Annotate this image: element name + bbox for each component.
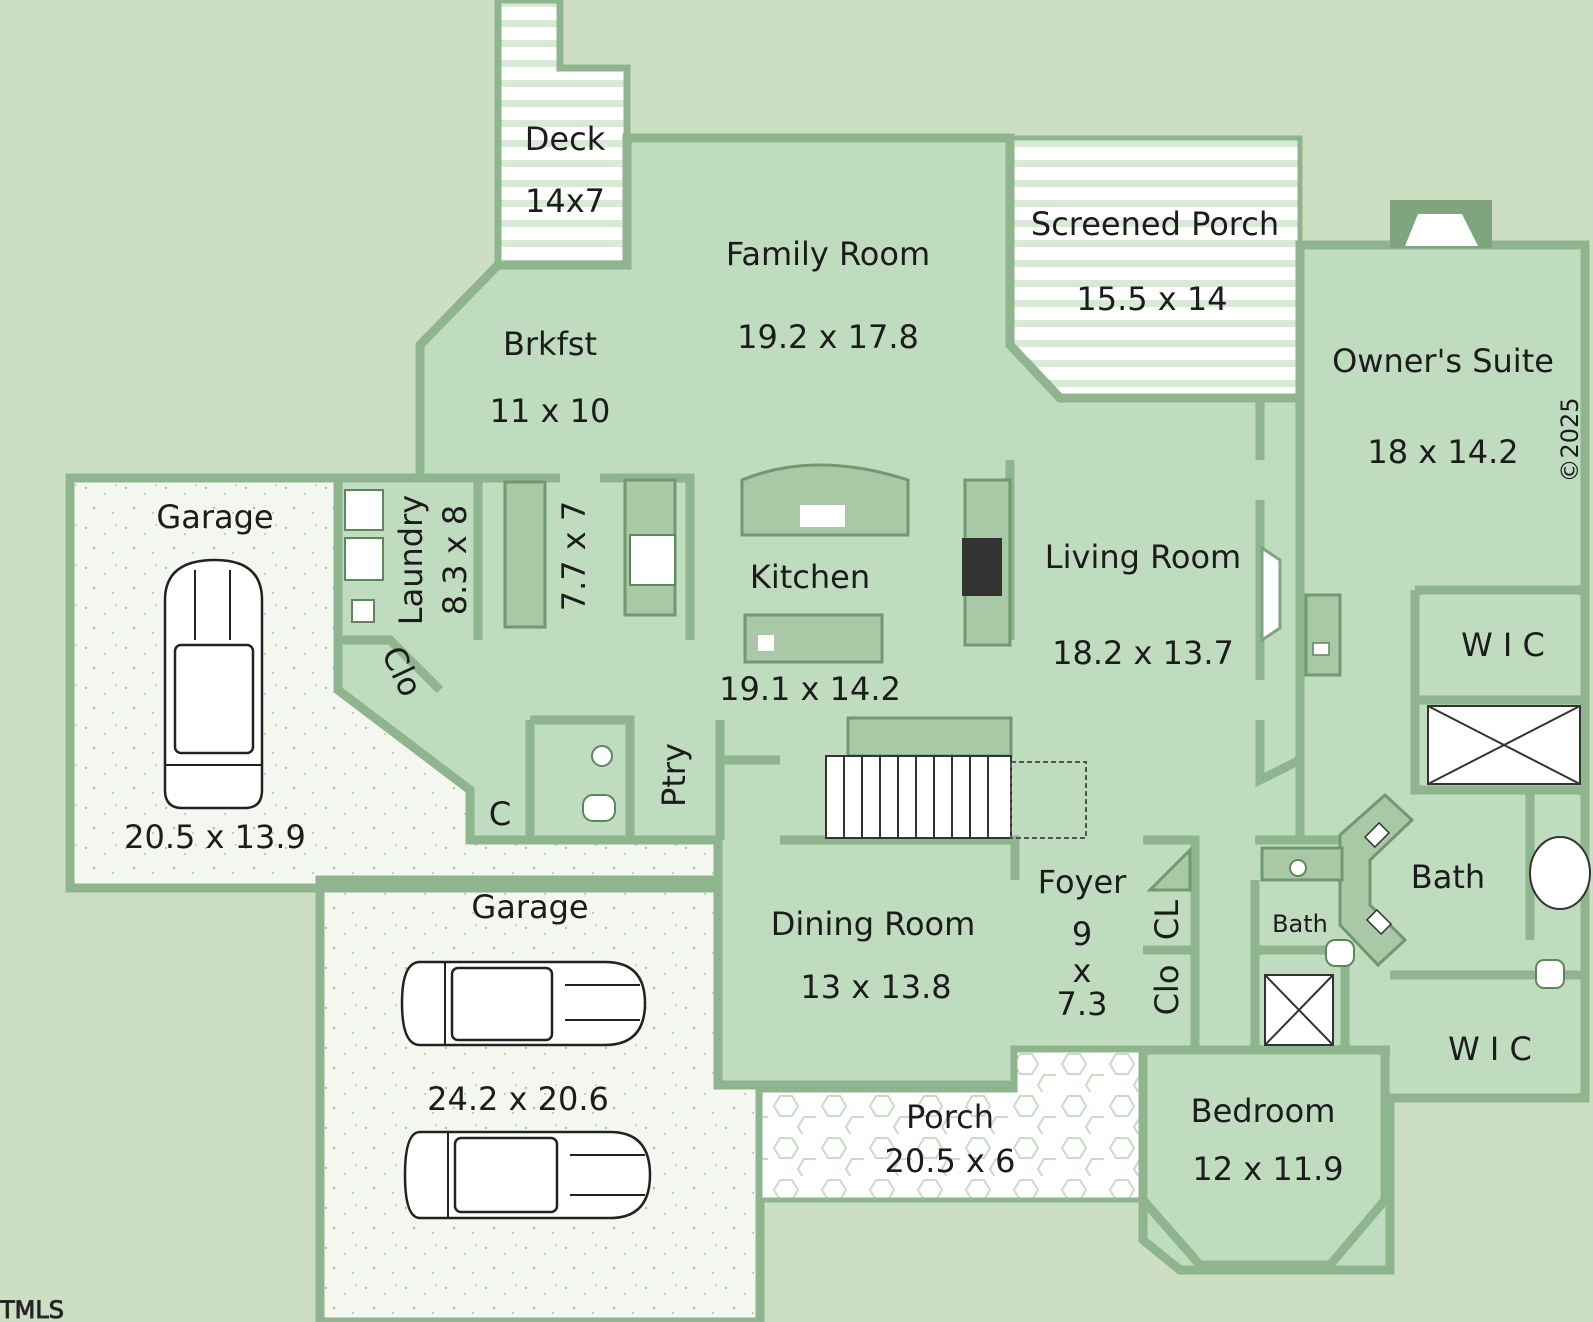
- watermark: TMLS: [0, 1296, 64, 1322]
- garage-2-label: Garage: [471, 888, 588, 926]
- wic-1-label: W I C: [1461, 626, 1545, 664]
- living-outlet: [1312, 642, 1330, 656]
- copyright: ©2025: [1556, 397, 1584, 482]
- living-built-in: [1304, 593, 1342, 677]
- foyer-size-2: x: [1073, 952, 1092, 990]
- living-room-label: Living Room: [1045, 538, 1241, 576]
- car-garage-1: [163, 558, 264, 810]
- clo-2-label: Clo: [1148, 965, 1186, 1016]
- porch-size: 20.5 x 6: [885, 1142, 1016, 1180]
- owners-vanity: [1338, 792, 1415, 968]
- fireplace-owners-opening: [1405, 214, 1478, 246]
- bedroom-label: Bedroom: [1191, 1092, 1336, 1130]
- bedroom-size: 12 x 11.9: [1192, 1150, 1343, 1188]
- kitchen-size: 19.1 x 14.2: [719, 670, 901, 708]
- wic-2-label: W I C: [1448, 1030, 1532, 1068]
- staircase: [825, 716, 1087, 839]
- foyer-size-1: 9: [1072, 915, 1092, 953]
- family-room-label: Family Room: [726, 235, 930, 273]
- fridge: [629, 534, 676, 586]
- c-label: C: [489, 795, 511, 833]
- hall-counter: [503, 480, 547, 629]
- laundry-sink: [351, 599, 375, 623]
- kitchen-label: Kitchen: [750, 558, 870, 596]
- small-bath-label: Bath: [1272, 910, 1328, 938]
- screened-porch-size: 15.5 x 14: [1076, 280, 1227, 318]
- owners-suite-label: Owner's Suite: [1332, 342, 1554, 380]
- screened-porch-area: [1007, 135, 1303, 401]
- small-bath-sink: [1289, 859, 1307, 877]
- foyer-size-3: 7.3: [1057, 985, 1108, 1023]
- cl-label: CL: [1148, 900, 1186, 940]
- laundry-machine-2: [344, 537, 384, 581]
- family-room-size: 19.2 x 17.8: [737, 318, 919, 356]
- laundry-label: Laundry: [392, 495, 430, 625]
- deck-size: 14x7: [525, 182, 605, 220]
- screened-porch-label: Screened Porch: [1031, 205, 1279, 243]
- owners-toilet: [1535, 959, 1565, 989]
- car-garage-2-bottom: [403, 1130, 652, 1220]
- porch-label: Porch: [906, 1098, 994, 1136]
- owners-tub: [1529, 836, 1591, 910]
- hall-size: 7.7 x 7: [555, 501, 593, 612]
- foyer-closet-corner: [1146, 846, 1192, 892]
- living-room-size: 18.2 x 13.7: [1052, 634, 1234, 672]
- fireplace-living: [1260, 545, 1282, 643]
- foyer-label: Foyer: [1038, 863, 1127, 901]
- owners-suite-size: 18 x 14.2: [1367, 433, 1518, 471]
- owners-bath-label: Bath: [1411, 858, 1485, 896]
- brkfst-label: Brkfst: [503, 325, 597, 363]
- powder-sink: [591, 745, 613, 767]
- laundry-size: 8.3 x 8: [436, 505, 474, 616]
- kitchen-island-bar: [740, 463, 910, 537]
- powder-toilet: [582, 794, 616, 822]
- car-garage-2-top: [400, 960, 647, 1047]
- dining-room-size: 13 x 13.8: [800, 968, 951, 1006]
- laundry-machine-1: [344, 489, 384, 531]
- brkfst-size: 11 x 10: [490, 392, 611, 430]
- cooktop: [962, 538, 1002, 596]
- ptry-label: Ptry: [655, 743, 693, 807]
- dining-room-label: Dining Room: [771, 905, 976, 943]
- small-bath-toilet: [1325, 939, 1355, 967]
- deck-label: Deck: [525, 120, 606, 158]
- island-sink: [758, 635, 774, 651]
- garage-2-size: 24.2 x 20.6: [427, 1080, 609, 1118]
- garage-1-size: 20.5 x 13.9: [124, 818, 306, 856]
- garage-1-label: Garage: [156, 498, 273, 536]
- kitchen-sink: [800, 505, 845, 527]
